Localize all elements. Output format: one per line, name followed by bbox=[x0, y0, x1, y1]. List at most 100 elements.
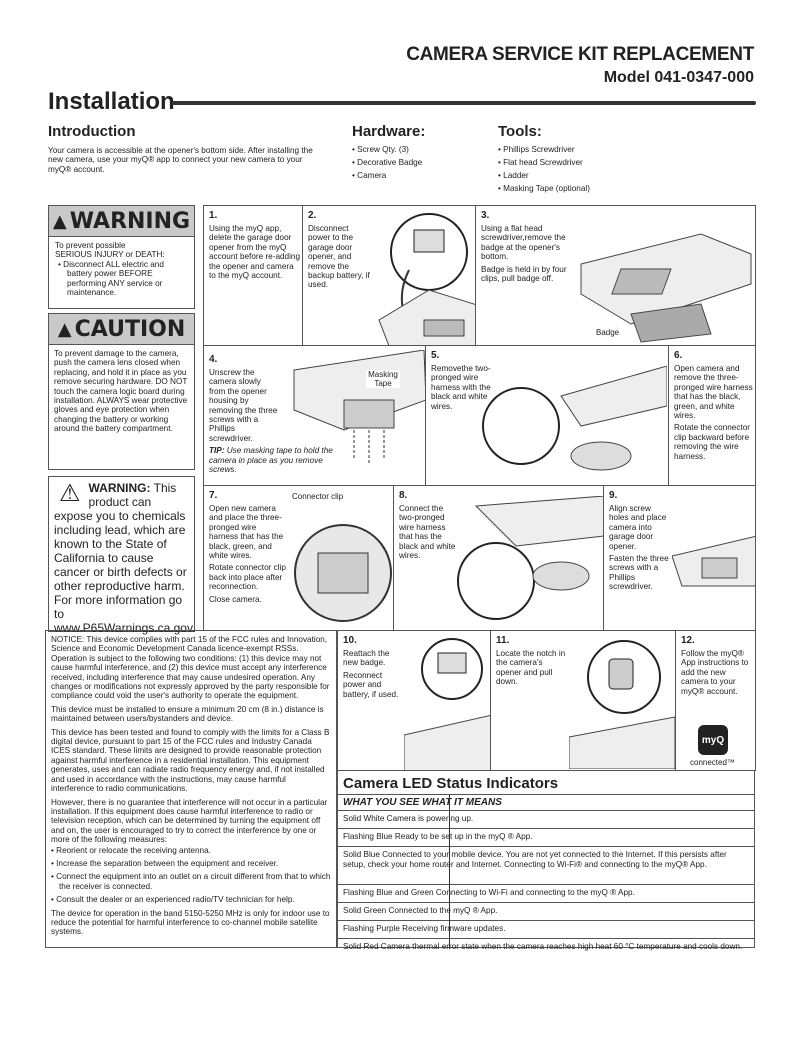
warning-line: To prevent possible bbox=[55, 241, 126, 250]
column-divider bbox=[449, 795, 450, 949]
step-text: Badge is held in by four clips, pull bad… bbox=[481, 264, 567, 284]
warning-line: SERIOUS INJURY or DEATH: bbox=[55, 250, 165, 260]
step-number: 12. bbox=[681, 635, 695, 646]
hardware-heading: Hardware: bbox=[352, 123, 426, 140]
camera-notch-illustration bbox=[569, 640, 675, 769]
opener-power-illustration bbox=[378, 213, 475, 345]
intro: Introduction Your camera is accessible a… bbox=[48, 123, 318, 174]
prop65-text: This product can expose you to chemicals… bbox=[54, 481, 196, 635]
hardware: Hardware: Screw Qty. (3) Decorative Badg… bbox=[352, 123, 425, 182]
step-text: Open camera and remove the three-pronged… bbox=[674, 364, 753, 421]
reattach-badge-illustration bbox=[404, 638, 490, 770]
step-9: 9. Align screw holes and place camera in… bbox=[603, 485, 756, 631]
led-table-title: Camera LED Status Indicators bbox=[338, 771, 754, 795]
step-number: 7. bbox=[209, 490, 218, 501]
hardware-item: Decorative Badge bbox=[352, 156, 425, 169]
led-row: Flashing Purple Receiving firmware updat… bbox=[338, 921, 754, 939]
notice-footer: The device for operation in the band 515… bbox=[51, 908, 330, 937]
notice-bullet: • Connect the equipment into an outlet o… bbox=[51, 872, 331, 891]
caution-triangle-icon: ▲ bbox=[57, 318, 72, 340]
notice-bullet-text: Connect the equipment into an outlet on … bbox=[56, 872, 331, 891]
myq-logo: myQ bbox=[698, 725, 728, 755]
step-1: 1. Using the myQ app, delete the garage … bbox=[203, 205, 303, 346]
notice-bullet-text: Consult the dealer or an experienced rad… bbox=[56, 895, 295, 905]
warning-label: WARNING bbox=[69, 208, 191, 234]
step-12: 12. Follow the myQ® App instructions to … bbox=[675, 630, 756, 771]
hardware-item: Camera bbox=[352, 169, 425, 182]
myq-connected-label: connected™ bbox=[690, 758, 735, 767]
notice-paragraph: However, there is no guarantee that inte… bbox=[51, 797, 328, 845]
step-number: 6. bbox=[674, 350, 683, 361]
step-text: Close camera. bbox=[209, 594, 262, 604]
led-row: Solid Blue Connected to your mobile devi… bbox=[338, 847, 754, 885]
fcc-notice: NOTICE: This device complies with part 1… bbox=[45, 630, 337, 948]
caution-label: CAUTION bbox=[74, 316, 186, 342]
camera-unscrew-illustration bbox=[293, 350, 425, 465]
step-7: 7. Open new camera and place the three-p… bbox=[203, 485, 394, 631]
caution-text: To prevent damage to the camera, push th… bbox=[54, 349, 188, 434]
step-number: 8. bbox=[399, 490, 408, 501]
notice-bullet: • Reorient or relocate the receiving ant… bbox=[51, 845, 211, 855]
tool-item: Ladder bbox=[498, 169, 590, 182]
step-text: Using the myQ app, delete the garage doo… bbox=[209, 224, 301, 281]
step-text: Connect the two-pronged wire harness tha… bbox=[399, 504, 456, 561]
caution-box: ▲CAUTION To prevent damage to the camera… bbox=[48, 313, 195, 470]
warning-triangle-icon: ▲ bbox=[52, 210, 67, 232]
led-row: Flashing Blue Ready to be set up in the … bbox=[338, 829, 754, 847]
led-table-header: WHAT YOU SEE WHAT IT MEANS bbox=[338, 795, 754, 811]
step-text: Reattach the new badge. bbox=[343, 649, 390, 668]
step-4: 4. Unscrew the camera slowly from the op… bbox=[203, 345, 426, 486]
connector-clip-label: Connector clip bbox=[292, 492, 344, 501]
led-row: Solid Green Connected to the myQ ® App. bbox=[338, 903, 754, 921]
warning-bullet: Disconnect ALL electric and battery powe… bbox=[63, 259, 164, 298]
section-title: Installation bbox=[48, 88, 175, 115]
fasten-camera-illustration bbox=[672, 535, 755, 587]
notice-paragraph: NOTICE: This device complies with part 1… bbox=[51, 635, 330, 701]
step-number: 11. bbox=[496, 635, 510, 646]
step-number: 3. bbox=[481, 210, 490, 221]
badge-removal-illustration bbox=[580, 233, 752, 343]
step-text: Locate the notch in the camera's opener … bbox=[496, 649, 566, 687]
notice-paragraph: This device has been tested and found to… bbox=[51, 727, 330, 794]
step-3: 3. Using a flat head screwdriver,remove … bbox=[475, 205, 756, 346]
prop65-box: ⚠ WARNING: This product can expose you t… bbox=[48, 476, 196, 635]
caution-sign: ▲CAUTION bbox=[49, 314, 194, 345]
step-number: 1. bbox=[209, 210, 218, 221]
prop65-label: WARNING: bbox=[88, 481, 151, 495]
masking-tape-label: Masking Tape bbox=[366, 370, 400, 388]
led-status-table: Camera LED Status Indicators WHAT YOU SE… bbox=[337, 770, 755, 951]
connect-harness-illustration bbox=[457, 496, 603, 620]
document-title: CAMERA SERVICE KIT REPLACEMENT bbox=[406, 44, 754, 65]
step-5: 5. Removethe two-pronged wire harness wi… bbox=[425, 345, 669, 486]
notice-paragraph: This device must be installed to ensure … bbox=[51, 704, 324, 724]
warning-box: ▲WARNING To prevent possible SERIOUS INJ… bbox=[48, 205, 195, 309]
step-number: 2. bbox=[308, 210, 317, 221]
notice-bullet: • Increase the separation between the eq… bbox=[51, 858, 279, 868]
warning-triangle-outline-icon: ⚠ bbox=[59, 480, 81, 507]
led-row: Solid Red Camera thermal error state whe… bbox=[343, 942, 743, 951]
step-text: Follow the myQ® App instructions to add … bbox=[681, 649, 749, 696]
divider bbox=[172, 101, 756, 105]
step-text: Reconnect power and battery, if used. bbox=[343, 670, 399, 699]
step-text: Disconnect power to the garage door open… bbox=[308, 224, 370, 290]
notice-bullet-text: Reorient or relocate the receiving anten… bbox=[56, 845, 211, 855]
step-text: Unscrew the camera slowly from the opene… bbox=[209, 368, 278, 443]
step-2: 2. Disconnect power to the garage door o… bbox=[302, 205, 476, 346]
step-number: 9. bbox=[609, 490, 618, 501]
notice-bullet-text: Increase the separation between the equi… bbox=[56, 858, 279, 868]
step-text: Using a flat head screwdriver,remove the… bbox=[481, 224, 566, 262]
warning-sign: ▲WARNING bbox=[49, 206, 194, 237]
step-text: Align screw holes and place camera into … bbox=[609, 504, 667, 551]
step-text: Open new camera and place the three-pron… bbox=[209, 504, 284, 561]
camera-board-illustration bbox=[294, 524, 392, 622]
tool-item: Phillips Screwdriver bbox=[498, 143, 590, 156]
hardware-item: Screw Qty. (3) bbox=[352, 143, 425, 156]
intro-text: Your camera is accessible at the opener'… bbox=[48, 146, 313, 174]
step-number: 5. bbox=[431, 350, 440, 361]
step-text: Removethe two-pronged wire harness with … bbox=[431, 364, 491, 411]
step-6: 6. Open camera and remove the three-pron… bbox=[668, 345, 756, 486]
intro-heading: Introduction bbox=[48, 123, 136, 140]
step-number: 10. bbox=[343, 635, 357, 646]
tool-item: Flat head Screwdriver bbox=[498, 156, 590, 169]
tip-text: Use masking tape to hold the camera in p… bbox=[209, 446, 333, 475]
